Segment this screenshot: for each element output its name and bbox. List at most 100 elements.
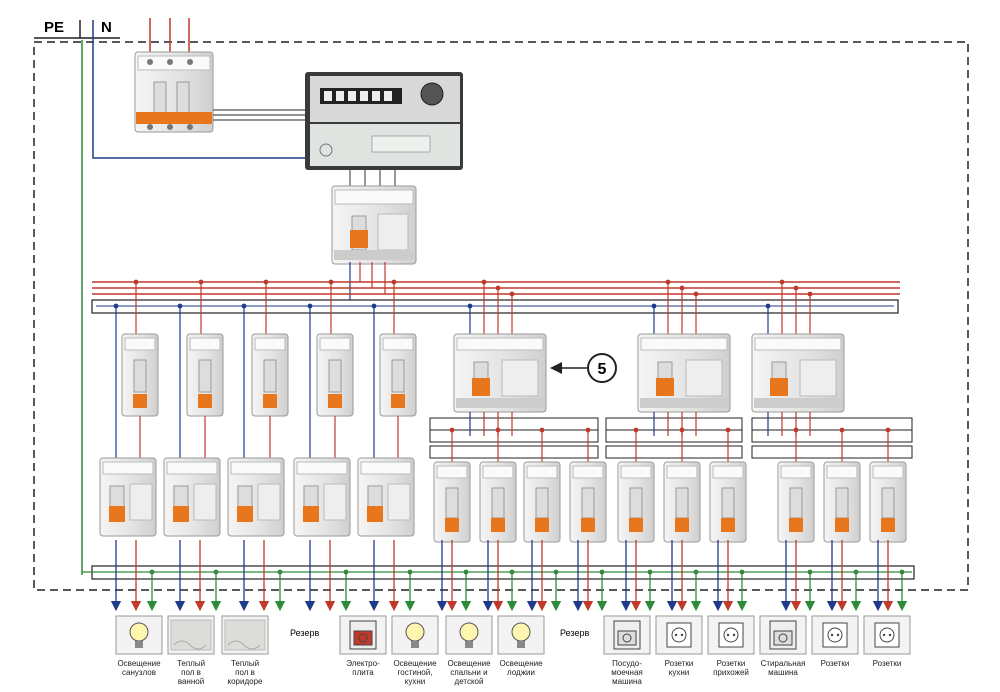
washing-machine-icon xyxy=(769,620,797,650)
sub-busbar-group-3 xyxy=(751,417,913,459)
circuit-breaker-2 xyxy=(186,279,224,460)
junction-dot xyxy=(679,427,685,433)
lamp-icon xyxy=(459,622,479,648)
socket-icon xyxy=(666,622,692,648)
group-breaker-2 xyxy=(479,427,517,543)
load-caption: Освещение xyxy=(447,659,491,668)
rcbo-4 xyxy=(293,303,351,537)
junction-dot xyxy=(307,303,313,309)
junction-dot xyxy=(328,279,334,285)
stove-icon xyxy=(349,620,377,650)
junction-dot xyxy=(495,427,501,433)
load-caption: Освещение xyxy=(499,659,543,668)
junction-dot xyxy=(651,303,657,309)
group-breaker-10 xyxy=(869,427,907,543)
load-caption: кухни xyxy=(669,668,689,677)
group-breaker-1 xyxy=(433,427,471,543)
load-caption: спальни и xyxy=(450,668,487,677)
junction-dot xyxy=(509,291,515,297)
floor-heating-icon xyxy=(224,619,266,651)
electricity-meter xyxy=(305,72,463,170)
circuit-breaker-3 xyxy=(251,279,289,460)
junction-dot xyxy=(177,303,183,309)
pe-label: PE xyxy=(44,19,64,36)
load-caption: машина xyxy=(612,677,642,686)
load-caption: санузлов xyxy=(122,668,156,677)
load-caption: Стиральная xyxy=(761,659,806,668)
junction-dot xyxy=(241,303,247,309)
main-rcd xyxy=(331,185,417,265)
reserve-label-2: Резерв xyxy=(560,628,589,638)
junction-dot xyxy=(693,291,699,297)
junction-dot xyxy=(807,291,813,297)
callout-circle xyxy=(587,353,617,383)
devices-layer xyxy=(99,279,908,612)
load-caption: лоджии xyxy=(507,668,535,677)
group-breaker-5 xyxy=(617,427,655,543)
load-tile xyxy=(655,615,703,655)
junction-dot xyxy=(449,427,455,433)
junction-dot xyxy=(539,427,545,433)
junction-dot xyxy=(495,285,501,291)
load-caption: моечная xyxy=(611,668,643,677)
group-breaker-3 xyxy=(523,427,561,543)
n-main-wire xyxy=(92,20,305,159)
junction-dot xyxy=(725,427,731,433)
group-breaker-6 xyxy=(663,427,701,543)
junction-dot xyxy=(133,279,139,285)
junction-dot xyxy=(113,303,119,309)
load-caption: Теплый xyxy=(177,659,205,668)
load-caption: гостиной, xyxy=(398,668,433,677)
junction-dot xyxy=(371,303,377,309)
load-caption: ванной xyxy=(178,677,204,686)
load-tile xyxy=(707,615,755,655)
junction-dot xyxy=(779,279,785,285)
n-label: N xyxy=(101,19,112,36)
lamp-icon xyxy=(405,622,425,648)
circuit-breaker-1 xyxy=(121,279,159,460)
junction-dot xyxy=(885,427,891,433)
junction-dot xyxy=(198,279,204,285)
circuit-breaker-4 xyxy=(316,279,354,460)
junction-dot xyxy=(793,427,799,433)
rcbo-3 xyxy=(227,303,285,537)
load-caption: пол в xyxy=(181,668,201,677)
junction-dot xyxy=(467,303,473,309)
group-rcd-2 xyxy=(637,279,731,436)
socket-icon xyxy=(822,622,848,648)
load-caption: Освещение xyxy=(117,659,161,668)
load-caption: Розетки xyxy=(873,659,902,668)
group-breaker-4 xyxy=(569,427,607,543)
floor-heating-icon xyxy=(170,619,212,651)
junction-dot xyxy=(391,279,397,285)
rcbo-2 xyxy=(163,303,221,537)
rcbo-1 xyxy=(99,303,157,537)
sub-busbar-group-2 xyxy=(605,417,743,459)
junction-dot xyxy=(793,285,799,291)
group-rcd-3 xyxy=(751,279,845,436)
load-caption: Розетки xyxy=(821,659,850,668)
sub-busbar-group-1 xyxy=(429,417,599,459)
group-breaker-8 xyxy=(777,427,815,543)
dishwasher-icon xyxy=(613,620,641,650)
junction-dot xyxy=(839,427,845,433)
group-rcd-1 xyxy=(453,279,547,436)
load-caption: прихожей xyxy=(713,668,749,677)
load-caption: Освещение xyxy=(393,659,437,668)
junction-dot xyxy=(263,279,269,285)
reserve-label-1: Резерв xyxy=(290,628,319,638)
load-caption: Электро- xyxy=(346,659,380,668)
junction-dot xyxy=(633,427,639,433)
load-12: Розетки xyxy=(811,615,859,668)
load-caption: машина xyxy=(768,668,798,677)
